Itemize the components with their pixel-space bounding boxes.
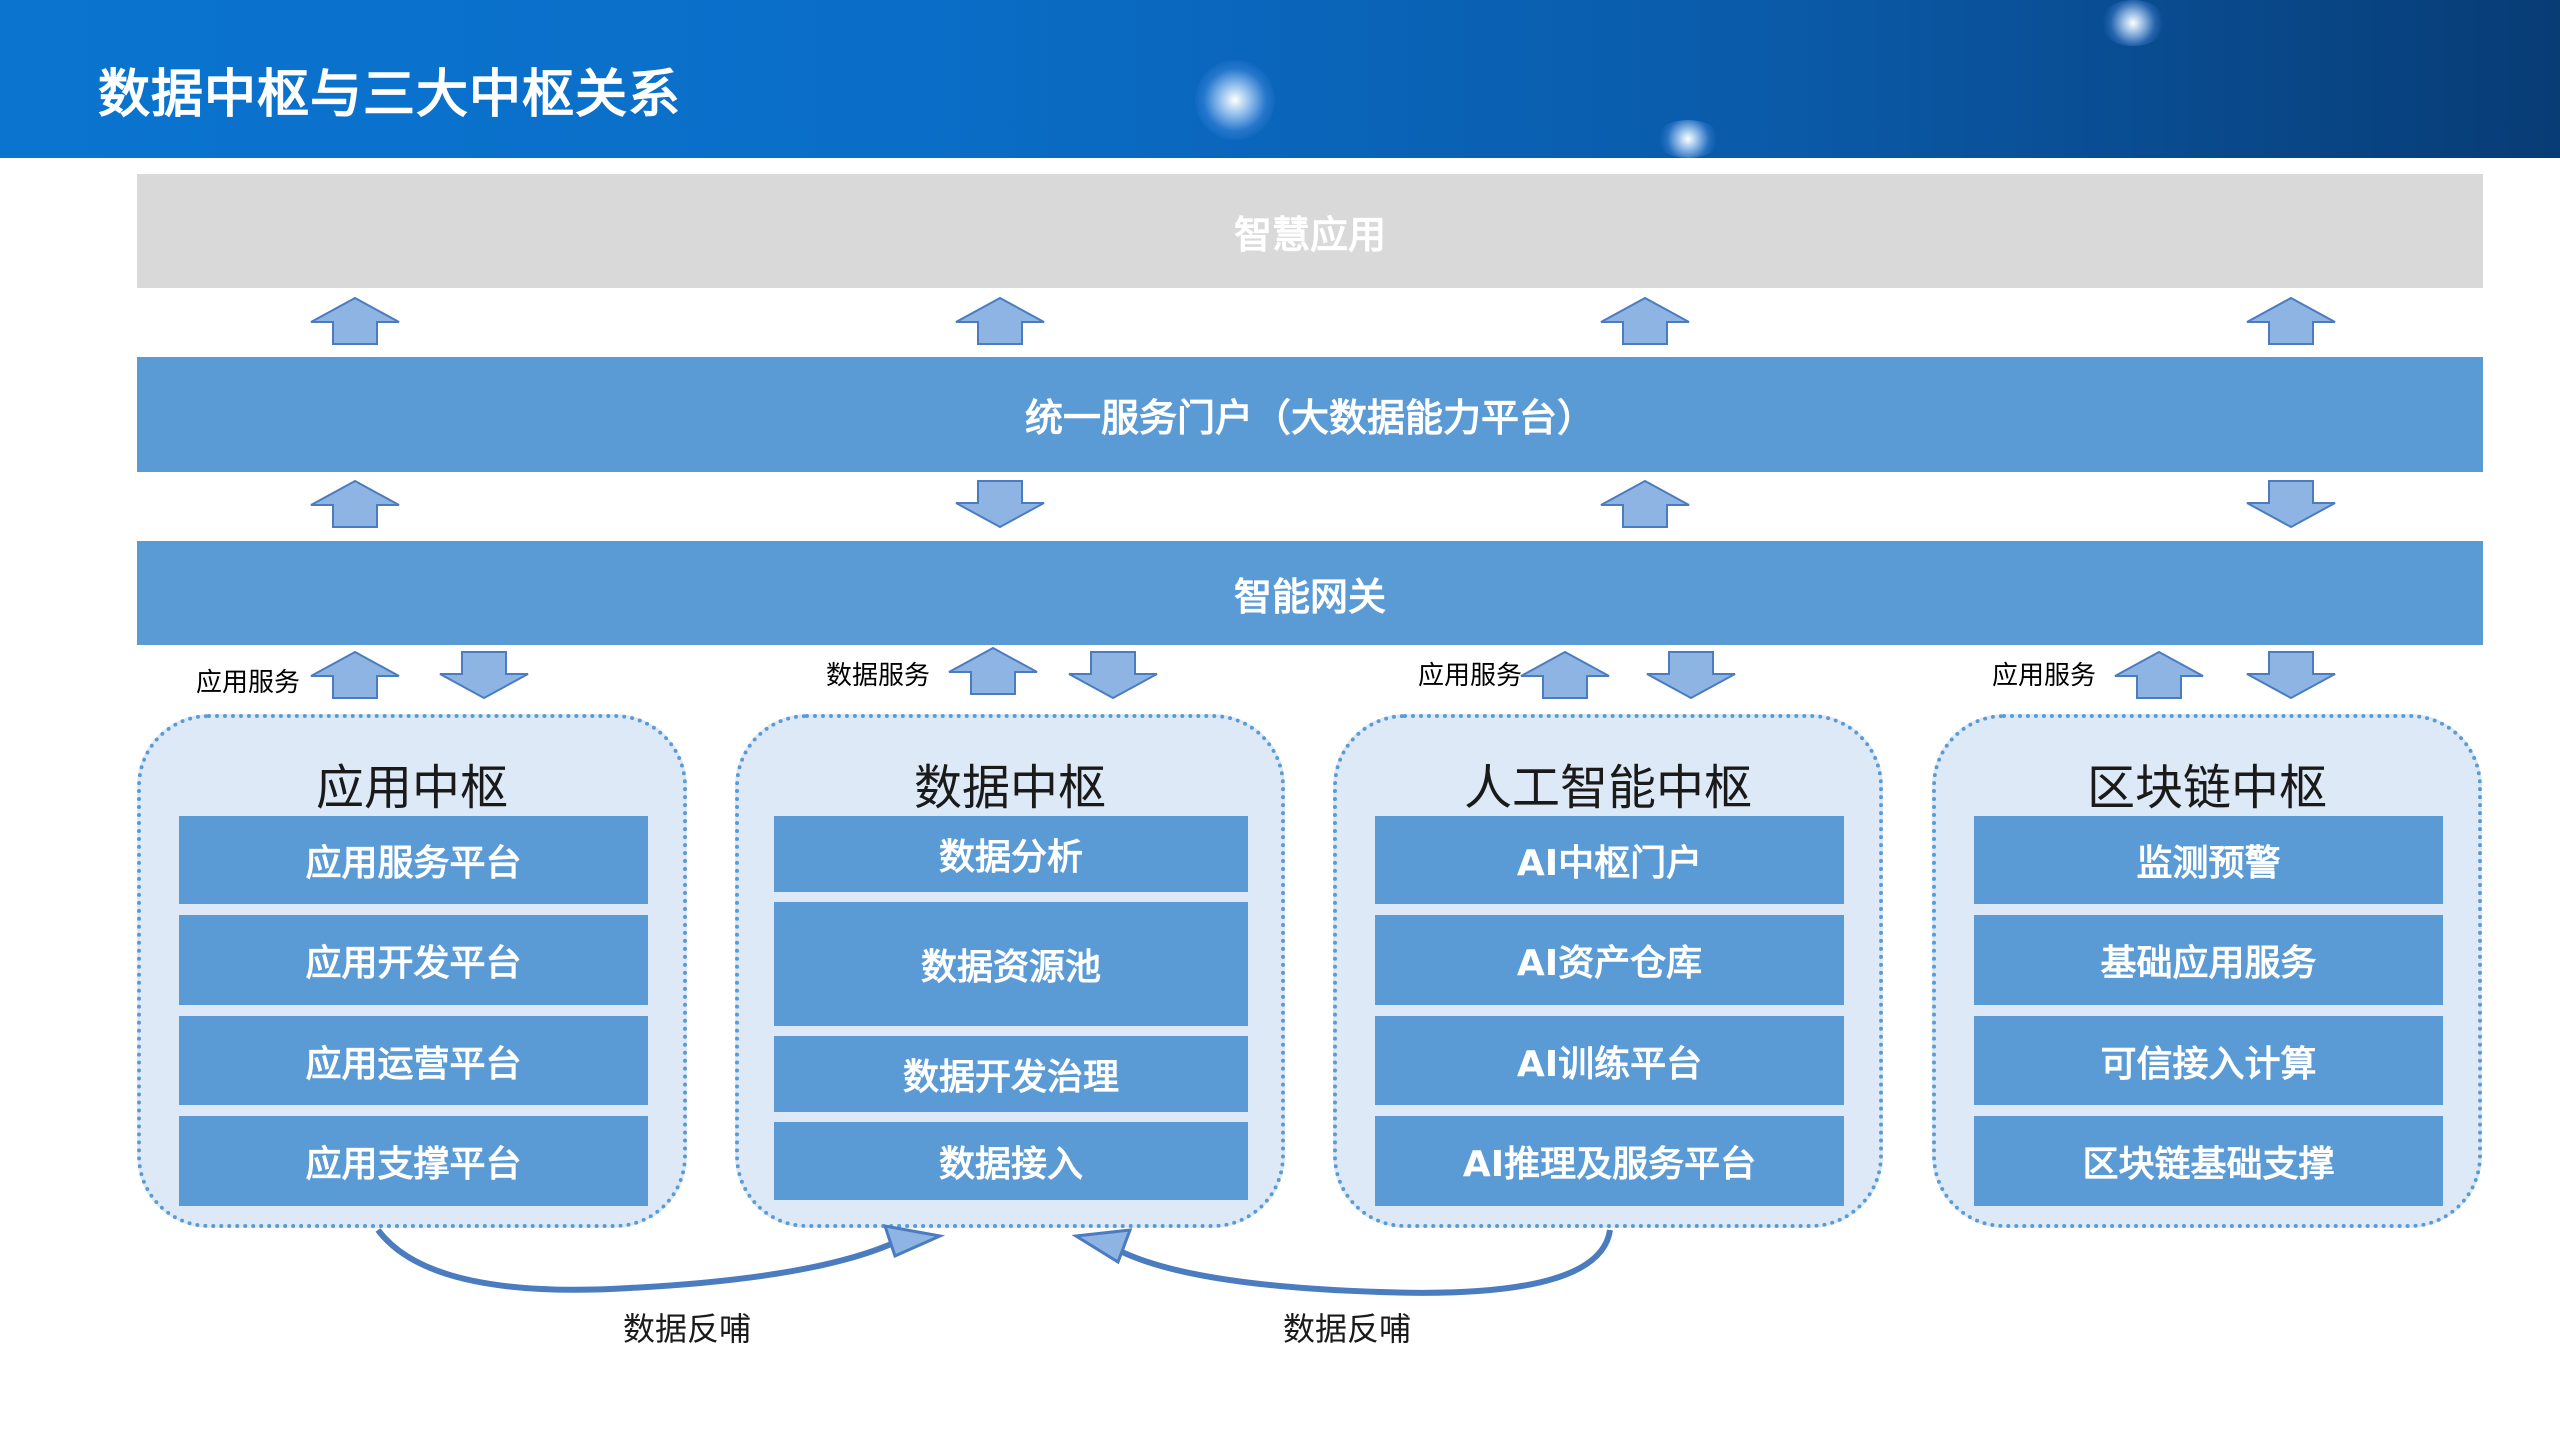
arrow-up-icon — [947, 646, 1039, 696]
arrow-up-icon — [2245, 296, 2337, 346]
hub-module: 数据分析 — [774, 816, 1248, 892]
hub-module: AI资产仓库 — [1375, 915, 1844, 1005]
arrow-up-icon — [954, 296, 1046, 346]
smart-gateway-label: 智能网关 — [1233, 574, 1386, 619]
hub-title: 数据中枢 — [913, 760, 1106, 816]
unified-service-portal-layer: 统一服务门户（大数据能力平台） — [137, 357, 2483, 472]
feedback-curve-right — [1116, 1229, 1613, 1296]
service-label: 应用服务 — [1992, 661, 2097, 691]
smart-application-layer: 智慧应用 — [137, 174, 2483, 288]
arrow-up-icon — [309, 650, 401, 700]
hub-module: 数据资源池 — [774, 902, 1248, 1026]
hub-module: 数据接入 — [774, 1122, 1248, 1200]
feedback-label: 数据反哺 — [623, 1310, 752, 1348]
hub-module: AI中枢门户 — [1375, 816, 1844, 904]
smart-gateway-layer: 智能网关 — [137, 541, 2483, 645]
feedback-arrowhead-left — [882, 1224, 946, 1259]
arrow-up-icon — [2113, 650, 2205, 700]
arrow-up-icon — [1519, 650, 1611, 700]
feedback-label: 数据反哺 — [1283, 1310, 1412, 1348]
arrow-down-icon — [1645, 650, 1737, 700]
smart-application-label: 智慧应用 — [1233, 212, 1386, 257]
hub-title: 应用中枢 — [315, 760, 508, 816]
hub-module: 应用服务平台 — [179, 816, 648, 904]
unified-service-portal-label: 统一服务门户（大数据能力平台） — [1024, 396, 1595, 440]
arrow-up-icon — [309, 479, 401, 529]
arrow-up-icon — [1599, 296, 1691, 346]
arrow-down-icon — [2245, 650, 2337, 700]
page-title: 数据中枢与三大中枢关系 — [98, 65, 682, 125]
feedback-curve-left — [375, 1228, 902, 1293]
arrow-down-icon — [438, 650, 530, 700]
data-hub-panel: 数据中枢 数据分析 数据资源池 数据开发治理 数据接入 — [735, 714, 1285, 1228]
light-glow-decoration — [2100, 0, 2166, 46]
hub-module: 应用开发平台 — [179, 915, 648, 1005]
arrow-down-icon — [2245, 479, 2337, 529]
arrow-up-icon — [1599, 479, 1691, 529]
hub-title: 区块链中枢 — [2086, 760, 2327, 816]
header-banner: 数据中枢与三大中枢关系 — [0, 0, 2560, 158]
service-label: 数据服务 — [826, 661, 931, 691]
hub-module: 应用支撑平台 — [179, 1116, 648, 1206]
service-label: 应用服务 — [1418, 661, 1523, 691]
ai-hub-panel: 人工智能中枢 AI中枢门户 AI资产仓库 AI训练平台 AI推理及服务平台 — [1333, 714, 1883, 1228]
service-label: 应用服务 — [196, 668, 301, 698]
arrow-up-icon — [309, 296, 401, 346]
application-hub-panel: 应用中枢 应用服务平台 应用开发平台 应用运营平台 应用支撑平台 — [137, 714, 687, 1228]
hub-module: 监测预警 — [1974, 816, 2443, 904]
light-glow-decoration — [1195, 60, 1275, 140]
hub-module: 数据开发治理 — [774, 1036, 1248, 1112]
arrow-down-icon — [954, 479, 1046, 529]
arrow-down-icon — [1067, 650, 1159, 700]
feedback-arrowhead-right — [1071, 1228, 1133, 1265]
light-glow-decoration — [1655, 120, 1721, 158]
hub-title: 人工智能中枢 — [1463, 760, 1752, 816]
hub-module: 区块链基础支撑 — [1974, 1116, 2443, 1206]
hub-module: 基础应用服务 — [1974, 915, 2443, 1005]
hub-module: 可信接入计算 — [1974, 1016, 2443, 1105]
hub-module: AI推理及服务平台 — [1375, 1116, 1844, 1206]
blockchain-hub-panel: 区块链中枢 监测预警 基础应用服务 可信接入计算 区块链基础支撑 — [1932, 714, 2482, 1228]
hub-module: 应用运营平台 — [179, 1016, 648, 1105]
hub-module: AI训练平台 — [1375, 1016, 1844, 1105]
